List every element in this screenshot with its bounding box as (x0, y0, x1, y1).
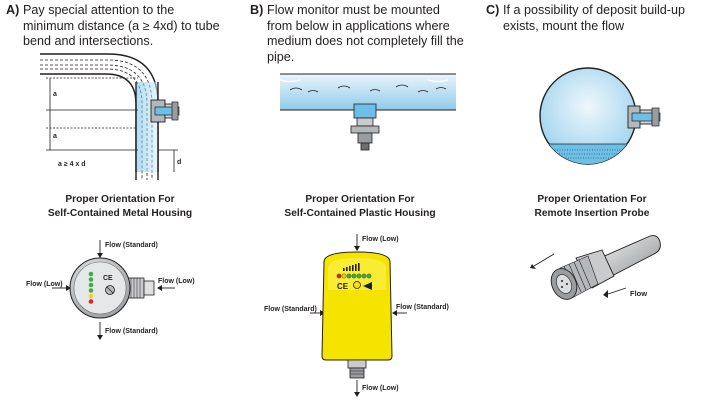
ce-mark: CE (103, 275, 113, 282)
metal-housing-sensor: Flow (Standard) Flow (Low) Flow (Low) Fl… (26, 240, 195, 340)
instruction-line: bend and intersections. (23, 34, 154, 48)
probe-shaft (599, 235, 661, 279)
instruction-line: minimum distance (a ≥ 4xd) to tube (23, 18, 220, 33)
instruction-letter: A) (6, 3, 20, 17)
dimension-d: d (177, 159, 181, 166)
flow-label-left: Flow (Standard) (264, 306, 317, 313)
liquid-surface (289, 84, 447, 93)
tube-inner-wall (40, 73, 137, 180)
instruction-text: If a possibility of deposit build-up exi… (503, 3, 704, 34)
panel-b: B) Flow monitor must be mounted from bel… (240, 0, 475, 400)
bottom-fitting (347, 359, 367, 379)
sensor-fitting (150, 99, 180, 123)
pipe-cross-section-diagram (539, 67, 661, 165)
heading-line: Remote Insertion Probe (534, 207, 650, 219)
deposit-build-up (540, 144, 636, 164)
led-column (88, 271, 94, 304)
flow-label-bottom: Flow (Low) (362, 385, 399, 392)
side-fitting (627, 105, 661, 129)
dimension-a-top: a (53, 91, 57, 98)
heading-line: Self-Contained Plastic Housing (284, 207, 436, 219)
threaded-fitting (127, 277, 155, 299)
heading-a: Proper Orientation For Self-Contained Me… (20, 193, 220, 220)
flow-label-bottom: Flow (Standard) (105, 328, 158, 335)
flow-label-top: Flow (Standard) (105, 242, 158, 249)
instruction-line: If a possibility of deposit build-up (503, 3, 686, 17)
flow-arrow-left (533, 253, 555, 267)
flow-label-left: Flow (Low) (26, 281, 63, 288)
plastic-housing-sensor: Flow (Low) Flow (Standard) Flow (Standar… (264, 234, 449, 397)
led-bar-graph (336, 263, 372, 279)
tube-segment (136, 82, 158, 172)
dimension-lines (46, 77, 178, 172)
heading-c: Proper Orientation For Remote Insertion … (492, 193, 692, 220)
panel-c: C) If a possibility of deposit build-up … (480, 0, 704, 400)
flow-arrow-right (607, 287, 627, 295)
instruction-letter: B) (250, 3, 264, 17)
panel-a: A) Pay special attention to the minimum … (0, 0, 235, 400)
adjust-knob (353, 281, 361, 289)
heading-line: Proper Orientation For (537, 194, 647, 205)
instruction-text: Flow monitor must be mounted from below … (267, 3, 477, 65)
instruction-line: exists, mount the flow (503, 18, 625, 33)
instruction-text: Pay special attention to the minimum dis… (23, 3, 233, 50)
instruction-line: Pay special attention to the (23, 3, 175, 17)
insertion-probe: Flow (530, 235, 661, 300)
bottom-fitting (350, 103, 380, 151)
partial-fill-pipe-diagram (279, 73, 456, 151)
instruction-line: medium does not completely fill the (267, 34, 464, 48)
flow-label-right: Flow (Low) (158, 278, 195, 285)
heading-line: Self-Contained Metal Housing (47, 207, 193, 219)
bent-tube-diagram: a a d a ≥ 4 x d (40, 53, 181, 180)
instruction-line: Flow monitor must be mounted (267, 3, 440, 17)
flow-label-right: Flow (Standard) (396, 304, 449, 311)
heading-line: Proper Orientation For (305, 194, 415, 205)
heading-b: Proper Orientation For Self-Contained Pl… (260, 193, 460, 220)
heading-line: Proper Orientation For (65, 194, 175, 205)
flow-label-top: Flow (Low) (362, 236, 399, 243)
dimension-a-bottom: a (53, 133, 57, 140)
dimension-rule: a ≥ 4 x d (58, 161, 86, 168)
instruction-letter: C) (486, 3, 500, 17)
instruction-line: pipe. (267, 49, 295, 64)
ce-mark: CE (337, 282, 349, 291)
flow-label: Flow (630, 289, 647, 298)
instruction-line: from below in applications where (267, 18, 450, 33)
